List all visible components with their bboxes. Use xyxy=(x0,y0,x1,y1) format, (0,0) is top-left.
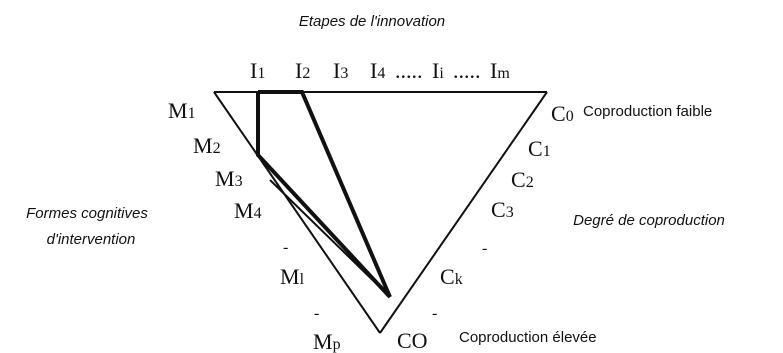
label-c0: C0 xyxy=(551,101,574,126)
label-dots-2: ..... xyxy=(453,58,481,83)
right-title: Degré de coproduction xyxy=(573,212,725,229)
innovation-path-second xyxy=(258,90,392,298)
left-title-line2: d'intervention xyxy=(47,231,136,248)
label-m2: M2 xyxy=(193,133,221,158)
tick-ck: - xyxy=(482,240,487,257)
label-c2: C2 xyxy=(511,167,534,192)
label-i2: I2 xyxy=(295,58,310,83)
annotation-low-coproduction: Coproduction faible xyxy=(583,103,712,120)
label-i4: I4 xyxy=(370,58,385,83)
tick-co: - xyxy=(432,305,437,322)
label-c3: C3 xyxy=(491,197,514,222)
innovation-path-m3 xyxy=(269,179,391,298)
label-dots-1: ..... xyxy=(395,58,423,83)
label-m1: M1 xyxy=(168,98,196,123)
label-ml: Ml xyxy=(280,264,305,289)
top-title: Etapes de l'innovation xyxy=(299,13,445,30)
label-mp: Mp xyxy=(313,329,341,353)
annotation-high-coproduction: Coproduction élevée xyxy=(459,329,597,346)
left-title-line1: Formes cognitives xyxy=(26,205,148,222)
label-m4: M4 xyxy=(234,198,262,223)
label-i1: I1 xyxy=(250,58,265,83)
tick-ml: - xyxy=(283,239,288,256)
label-co: CO xyxy=(397,328,428,353)
label-i3: I3 xyxy=(333,58,348,83)
label-m3: M3 xyxy=(215,166,243,191)
tick-mp: - xyxy=(314,305,319,322)
triangle-right-edge xyxy=(379,91,548,334)
label-ck: Ck xyxy=(440,264,463,289)
label-im: Im xyxy=(490,58,510,83)
label-c1: C1 xyxy=(528,136,551,161)
label-ii: Ii xyxy=(432,58,444,83)
triangle-left-edge xyxy=(213,91,381,334)
innovation-path xyxy=(256,92,392,299)
